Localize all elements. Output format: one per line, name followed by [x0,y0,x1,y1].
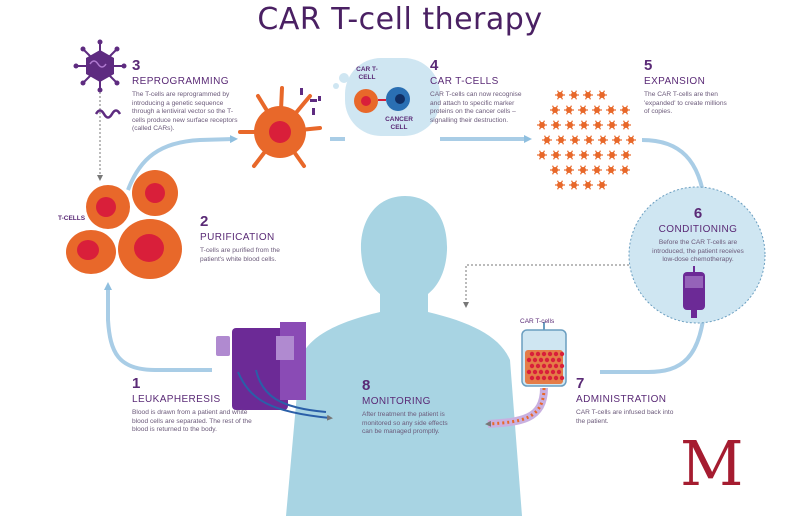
step-3-description: The T-cells are reprogrammed by introduc… [132,91,242,134]
step-4: 4 CAR T-CELLS CAR T-cells can now recogn… [430,58,530,125]
step-8-number: 8 [362,378,454,394]
step-7-description: CAR T-cells are infused back into the pa… [576,409,676,426]
step-2-description: T-cells are purified from the patient's … [200,247,305,264]
step-7: 7 ADMINISTRATION CAR T-cells are infused… [576,376,676,426]
t-cells-cluster [66,170,182,279]
step-8: 8 MONITORING After treatment the patient… [362,378,454,437]
step-4-number: 4 [430,58,530,74]
step-8-heading: MONITORING [362,396,454,408]
step-1-description: Blood is drawn from a patient and white … [132,409,257,435]
step-4-description: CAR T-cells can now recognise and attach… [430,91,530,125]
page-title: CAR T-cell therapy [0,2,800,37]
step-5-description: The CAR T-cells are then 'expanded' to c… [644,91,732,117]
step-3: 3 REPROGRAMMING The T-cells are reprogra… [132,58,242,134]
step-7-number: 7 [576,376,676,392]
step-5-heading: EXPANSION [644,76,732,88]
step-6: 6 CONDITIONING Before the CAR T-cells ar… [648,206,748,265]
t-cells-label: T-CELLS [58,215,85,223]
step-3-heading: REPROGRAMMING [132,76,242,88]
reprogrammed-car-t-cell-icon [240,88,321,166]
car-t-cell-label: CAR T-CELL [354,66,380,82]
step-1: 1 LEUKAPHERESIS Blood is drawn from a pa… [132,376,257,435]
step-2-heading: PURIFICATION [200,232,305,244]
step-8-description: After treatment the patient is monitored… [362,411,454,437]
step-2-number: 2 [200,214,305,230]
step-4-heading: CAR T-CELLS [430,76,530,88]
cancer-cell-label: CANCER CELL [379,116,419,132]
step-6-number: 6 [648,206,748,222]
patient-silhouette [286,196,522,516]
step-5-number: 5 [644,58,732,74]
step-7-heading: ADMINISTRATION [576,394,676,406]
step-2: 2 PURIFICATION T-cells are purified from… [200,214,305,264]
logo-mark: M [680,427,743,500]
expanded-car-t-cells-cluster [537,91,636,190]
step-6-heading: CONDITIONING [648,224,748,236]
step-5: 5 EXPANSION The CAR T-cells are then 'ex… [644,58,732,117]
car-t-cells-bag-label: CAR T-cells [520,318,554,326]
step-6-description: Before the CAR T-cells are introduced, t… [648,239,748,265]
step-3-number: 3 [132,58,242,74]
step-1-number: 1 [132,376,257,392]
lentiviral-vector-icon [74,40,127,93]
step-1-heading: LEUKAPHERESIS [132,394,257,406]
